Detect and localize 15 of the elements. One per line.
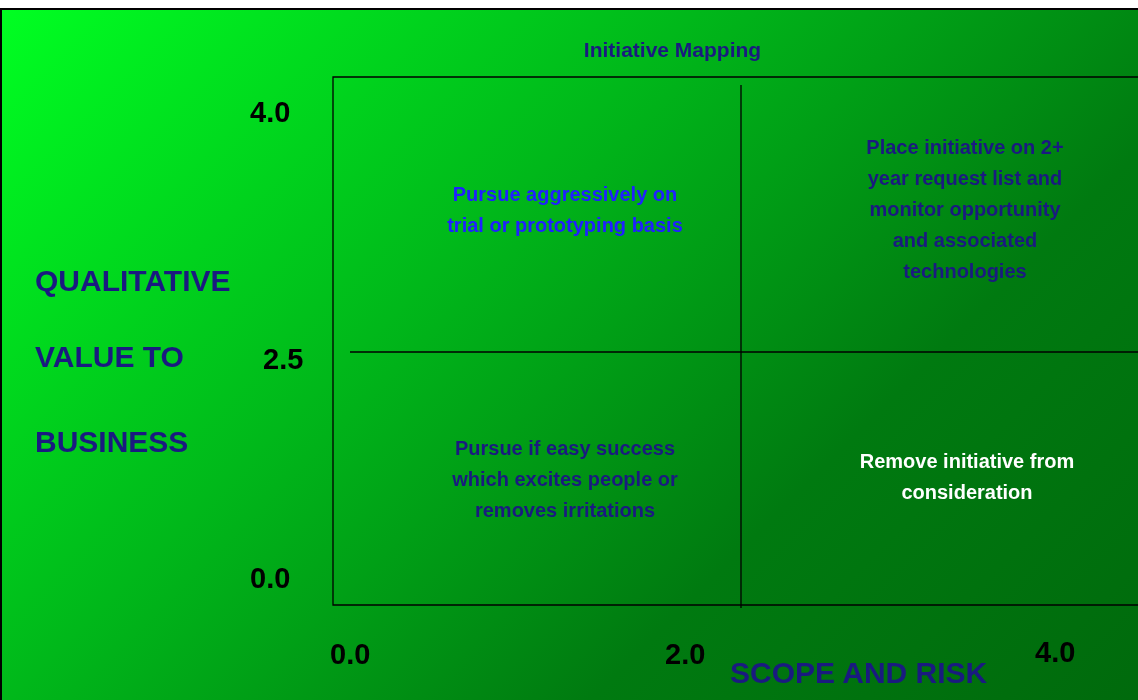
axis-tick: 0.0 xyxy=(330,638,371,671)
axis-tick: 4.0 xyxy=(250,96,291,129)
axis-title: VALUE TO xyxy=(35,340,184,374)
axis-title: SCOPE AND RISK xyxy=(730,656,988,690)
axis-title: BUSINESS xyxy=(35,425,189,459)
axis-tick: 0.0 xyxy=(250,562,291,595)
quadrant-text: Place initiative on 2+ year request list and monitor opportunity and associated technologies xyxy=(857,131,1073,287)
axis-tick: 2.5 xyxy=(263,343,304,376)
quadrant-text: Pursue if easy success which excites people or removes irritations xyxy=(445,432,685,526)
axis-tick: 2.0 xyxy=(665,638,706,671)
axis-tick: 4.0 xyxy=(1035,636,1076,669)
quadrant-text: Remove initiative from consideration xyxy=(837,446,1097,508)
chart-title: Initiative Mapping xyxy=(583,38,762,61)
quadrant-text: Pursue aggressively on trial or prototyping basis xyxy=(435,179,695,241)
axis-title: QUALITATIVE xyxy=(35,264,231,298)
